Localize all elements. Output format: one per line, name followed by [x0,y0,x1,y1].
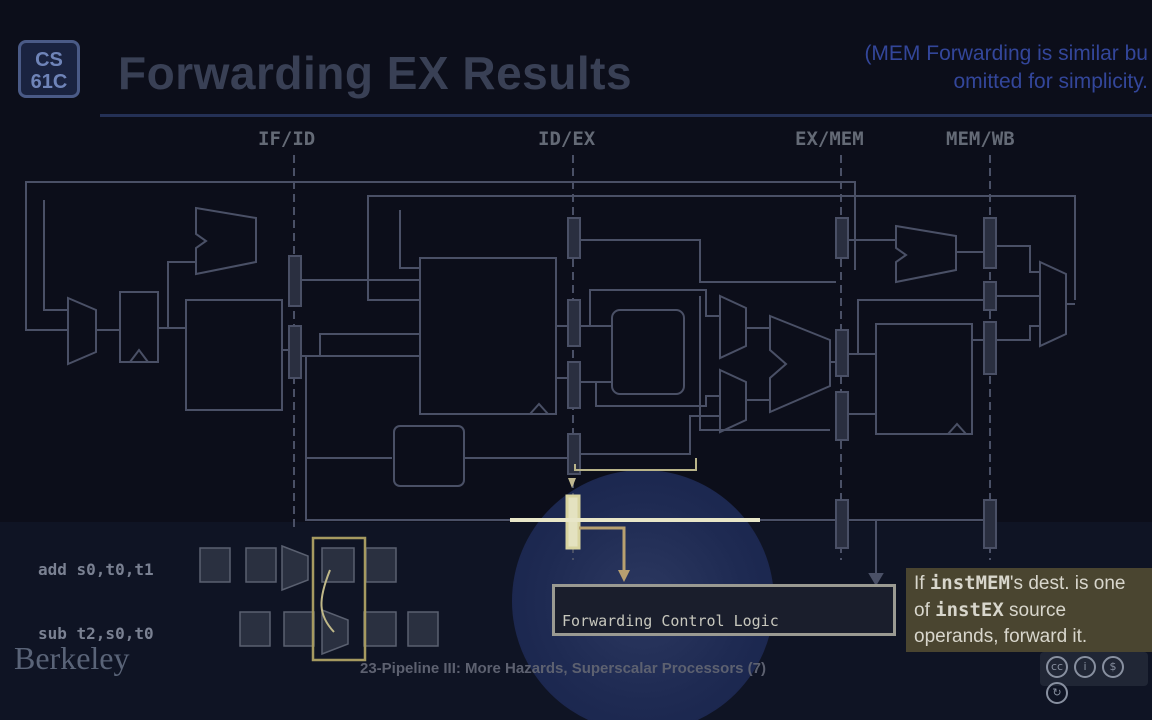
p2-if-box [239,611,271,647]
dmem-clock-tick [947,422,967,435]
exmem-alu-reg [835,329,849,377]
inst-mem-arrow [868,573,884,586]
rs2-to-mux-b [595,382,720,407]
reg-clock-tick [529,402,549,415]
pc-clock-tick [129,348,149,363]
imm-gen-box [393,425,465,487]
p2-id-box [283,611,315,647]
memwb-pc4-reg [983,217,997,269]
note-line-1: (MEM Forwarding is similar bu [864,42,1148,65]
forwarding-column-highlight [311,536,367,662]
ifid-inst-reg [288,325,302,379]
idex-rs2-reg [567,361,581,409]
forward-up-arrow [568,478,576,488]
wb-mux [1039,260,1067,348]
mem-to-wb [996,325,1040,341]
memwb-inst-reg [983,499,997,549]
pipeline-instr-1: add s0,t0,t1 [38,560,154,579]
cs61c-logo: CS 61C [18,40,80,98]
p1-if-box [199,547,231,583]
pc-adder [195,206,257,276]
pipeline-instr-2: sub t2,s0,t0 [38,624,154,643]
forwarding-control-label: Forwarding Control Logic [562,612,779,630]
forwarding-control-box [552,584,896,636]
idex-pc-reg [567,217,581,259]
inst-pass-ex [305,356,568,521]
imem-box [185,299,283,411]
inst-ex-to-fwd [579,526,626,574]
alu-mux-a [719,294,747,360]
dmem-box [875,323,973,435]
stage-label-ex-mem: EX/MEM [795,128,864,150]
forward-curve [320,569,335,633]
forwarding-tip-box: If instMEM's dest. is one of instEX sour… [906,568,1152,652]
p2-wb-box [407,611,439,647]
pc-mux [67,296,97,366]
inst-ex-arrow [618,570,630,582]
memwb-alu-reg [983,281,997,311]
simplicity-note: (MEM Forwarding is similar bu omitted fo… [828,40,1148,96]
register-file [419,257,557,415]
tip-part-2: 's dest. is one of [914,573,1126,621]
tip-code-1: instMEM [929,572,1010,594]
exmem-inst-reg [835,499,849,549]
p2-ex-alu [321,608,349,656]
pc-to-adder [167,261,196,328]
imm-highlight-wire [574,458,697,471]
imm-to-mux-b [580,415,720,455]
alu-shape [769,314,831,414]
writeback-wire [367,195,1076,301]
by-icon: i [1074,656,1096,678]
stage-label-if-id: IF/ID [258,128,316,150]
sa-icon: ↻ [1046,682,1068,704]
tip-code-2: instEX [935,599,1004,621]
pc-to-exmem [580,239,836,283]
pc4-wire [43,200,68,311]
ifid-pc-reg [288,255,302,307]
cc-icon: cc [1046,656,1068,678]
branch-comp-box [611,309,685,395]
branch-feedback-wire [25,181,856,331]
logo-text-line1: CS [35,49,63,71]
tip-part-3: source operands, forward it. [914,600,1088,647]
title-underline [100,114,1152,117]
pc4-to-wb [996,245,1040,273]
mem-adder [895,224,957,284]
note-line-2: omitted for simplicity. [953,70,1149,93]
rs1-to-mux-a [589,289,720,326]
idex-rs1-reg [567,299,581,347]
memwb-mem-reg [983,321,997,375]
exmem-rs2-reg [835,391,849,441]
alu-mux-b [719,368,747,434]
stage-label-mem-wb: MEM/WB [946,128,1015,150]
slide-footer: 23-Pipeline III: More Hazards, Superscal… [360,660,766,677]
p1-wb-box [365,547,397,583]
stage-label-id-ex: ID/EX [538,128,596,150]
p1-ex-alu [281,544,309,592]
logo-text-line2: 61C [30,71,68,93]
slide-title: Forwarding EX Results [118,47,633,99]
p1-id-box [245,547,277,583]
p2-mem-box [363,611,397,647]
berkeley-logo: Berkeley [14,640,130,676]
mux-b-imm [699,296,830,431]
dataw-wire [399,210,420,269]
alu-bypass [857,299,984,354]
exmem-pc-reg [835,217,849,259]
inst-rs1 [319,333,420,356]
tip-part-1: If [914,573,930,594]
nc-icon: $ [1102,656,1124,678]
